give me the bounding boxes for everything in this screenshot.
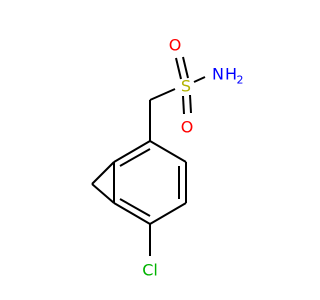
- sulfur-label: S: [181, 77, 191, 96]
- chlorine-label: Cl: [142, 261, 158, 280]
- bond-ring-methyl: [91, 161, 115, 185]
- nitrogen-label: N: [212, 65, 224, 84]
- oxygen-bottom-label: O: [181, 118, 194, 137]
- structure-canvas: O S O N H 2 Cl: [91, 36, 244, 280]
- ring-bond-c3-c4: [149, 202, 187, 225]
- bond-sulfur-nitrogen: [193, 76, 206, 83]
- amine-h-label: H: [225, 65, 237, 84]
- bond-sulfur-oxygen-bottom-a: [182, 95, 185, 115]
- ring-bond-c1-c2: [149, 140, 187, 163]
- bond-sulfur-oxygen-top-a: [175, 57, 182, 80]
- ring-bond-c4-c5-inner: [119, 198, 151, 217]
- ring-bond-c6-c1: [113, 140, 151, 163]
- bond-sulfur-oxygen-bottom-b: [189, 94, 192, 114]
- ring-bond-c6-c1-inner: [119, 148, 151, 167]
- bond-ch2-sulfur: [149, 88, 176, 101]
- bond-sulfur-oxygen-top-b: [182, 56, 189, 79]
- oxygen-top-label: O: [169, 36, 182, 55]
- ring-bond-c4-c5: [113, 202, 151, 225]
- amine-h-count-label: 2: [237, 74, 244, 87]
- bond-ring-methyl-end: [91, 183, 115, 204]
- molecule-drawing: O S O N H 2 Cl: [91, 36, 244, 280]
